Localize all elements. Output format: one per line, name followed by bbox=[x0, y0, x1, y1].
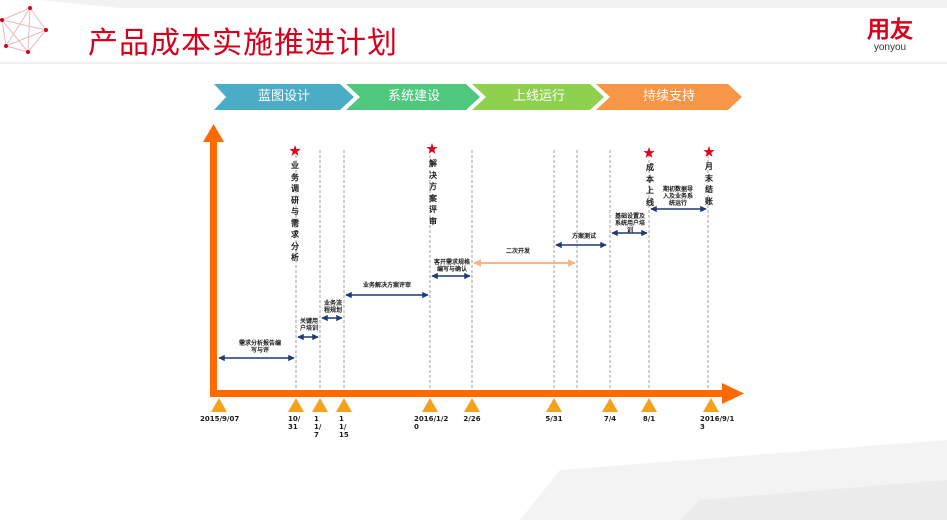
task-label-secondary-development: 二次开发 bbox=[505, 248, 530, 255]
milestone-label-cost-golive: 成本上线 bbox=[646, 163, 654, 207]
horizontal-axis bbox=[210, 383, 744, 404]
date-label-0801: 8/1 bbox=[642, 415, 656, 423]
task-label-requirement-report: 需求分析报告编写与评 bbox=[238, 340, 281, 354]
date-marker-1115 bbox=[336, 398, 352, 412]
milestone-label-solution: 解决方案评审 bbox=[429, 159, 437, 226]
phase-bar bbox=[214, 84, 742, 110]
date-marker-0801 bbox=[641, 398, 657, 412]
phase-label-golive: 上线运行 bbox=[512, 89, 565, 104]
phase-chevron-golive bbox=[472, 84, 604, 110]
vertical-axis bbox=[203, 124, 224, 396]
task-label-opening-data-import: 期初数据导入及业务系统运行 bbox=[662, 186, 693, 207]
milestone-star-solution bbox=[426, 143, 438, 154]
date-label-20160913: 2016/9/13 bbox=[700, 415, 735, 431]
date-marker-1107 bbox=[312, 398, 328, 412]
date-label-20150907: 2015/9/07 bbox=[200, 415, 240, 423]
milestone-star-requirement bbox=[289, 145, 301, 156]
milestone-label-month-end: 月末结账 bbox=[705, 162, 713, 206]
phase-chevron-blueprint bbox=[214, 84, 354, 110]
date-label-20160120: 2016/1/20 bbox=[414, 415, 449, 431]
task-label-solution-review: 业务解决方案评审 bbox=[362, 282, 411, 289]
phase-label-support: 持续支持 bbox=[642, 89, 695, 104]
task-label-process-planning: 业务流程规划 bbox=[323, 300, 342, 314]
logo-text-cn: 用友 bbox=[867, 17, 913, 43]
date-marker-1031 bbox=[288, 398, 304, 412]
milestone-star-cost-golive bbox=[643, 147, 655, 158]
date-marker-0531 bbox=[546, 398, 562, 412]
task-label-custom-spec: 客开需求规格编写与确认 bbox=[433, 259, 470, 273]
date-label-1115: 11/15 bbox=[339, 415, 349, 439]
phase-label-blueprint: 蓝图设计 bbox=[257, 89, 310, 104]
date-label-0226: 2/26 bbox=[463, 415, 481, 423]
milestone-label-requirement: 业务调研与需求分析 bbox=[291, 161, 299, 262]
date-label-0531: 5/31 bbox=[545, 415, 563, 423]
task-label-base-setup-training: 基础设置及系统用户培训 bbox=[614, 213, 645, 234]
phase-chevron-build bbox=[346, 84, 480, 110]
logo-text-en: yonyou bbox=[873, 42, 907, 53]
task-label-solution-test: 方案测试 bbox=[571, 233, 596, 240]
date-marker-0226 bbox=[464, 398, 480, 412]
phase-chevron-support bbox=[596, 84, 742, 110]
date-marker-0704 bbox=[602, 398, 618, 412]
yonyou-logo: 用友 yonyou bbox=[855, 18, 925, 53]
task-label-key-user-training: 关键用户培训 bbox=[300, 318, 319, 332]
date-guide-lines bbox=[295, 150, 709, 392]
date-marker-20160913 bbox=[703, 398, 719, 412]
date-label-1031: 10/31 bbox=[288, 415, 301, 431]
page-title: 产品成本实施推进计划 bbox=[88, 26, 398, 61]
phase-label-build: 系统建设 bbox=[387, 89, 440, 104]
date-label-0704: 7/4 bbox=[603, 415, 617, 423]
date-label-1107: 11/7 bbox=[314, 415, 322, 439]
milestone-star-month-end bbox=[703, 146, 715, 157]
date-marker-20160120 bbox=[422, 398, 438, 412]
date-marker-20150907 bbox=[211, 398, 227, 412]
